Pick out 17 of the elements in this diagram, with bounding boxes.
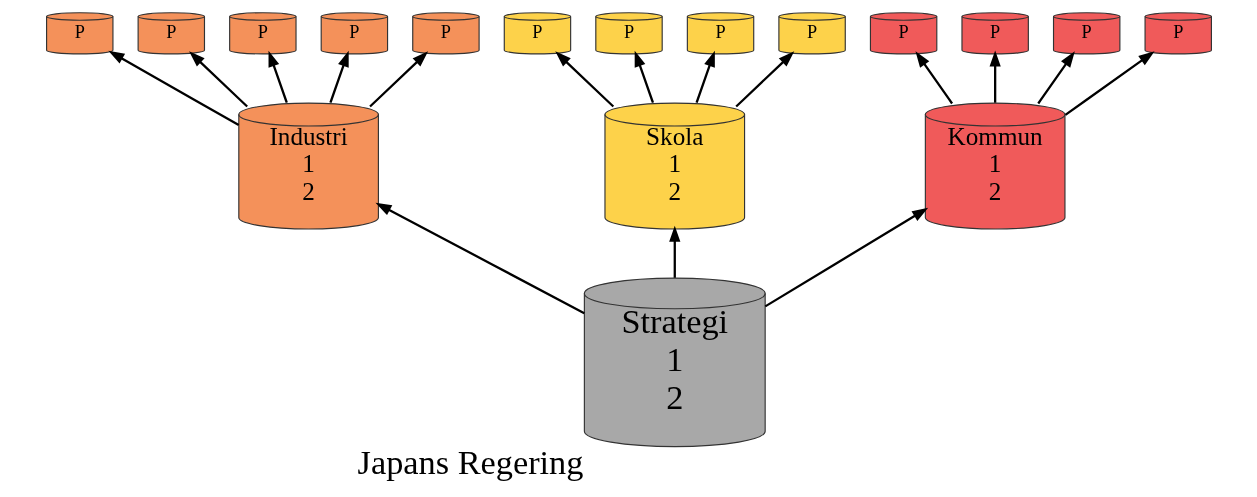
arrow bbox=[268, 50, 288, 104]
arrow bbox=[668, 225, 680, 278]
arrow bbox=[188, 51, 248, 108]
arrow bbox=[1036, 51, 1075, 105]
arrow bbox=[695, 50, 715, 104]
arrow bbox=[1064, 51, 1155, 116]
arrow bbox=[328, 50, 349, 104]
arrow bbox=[634, 50, 654, 104]
arrow bbox=[107, 50, 239, 127]
arrow bbox=[368, 51, 428, 108]
arrow bbox=[764, 207, 928, 308]
arrow bbox=[989, 50, 1001, 103]
arrow bbox=[915, 51, 953, 105]
arrow bbox=[554, 51, 614, 108]
arrow bbox=[375, 202, 585, 315]
arrow bbox=[734, 51, 794, 108]
node-label: Japans Regering bbox=[357, 442, 583, 481]
